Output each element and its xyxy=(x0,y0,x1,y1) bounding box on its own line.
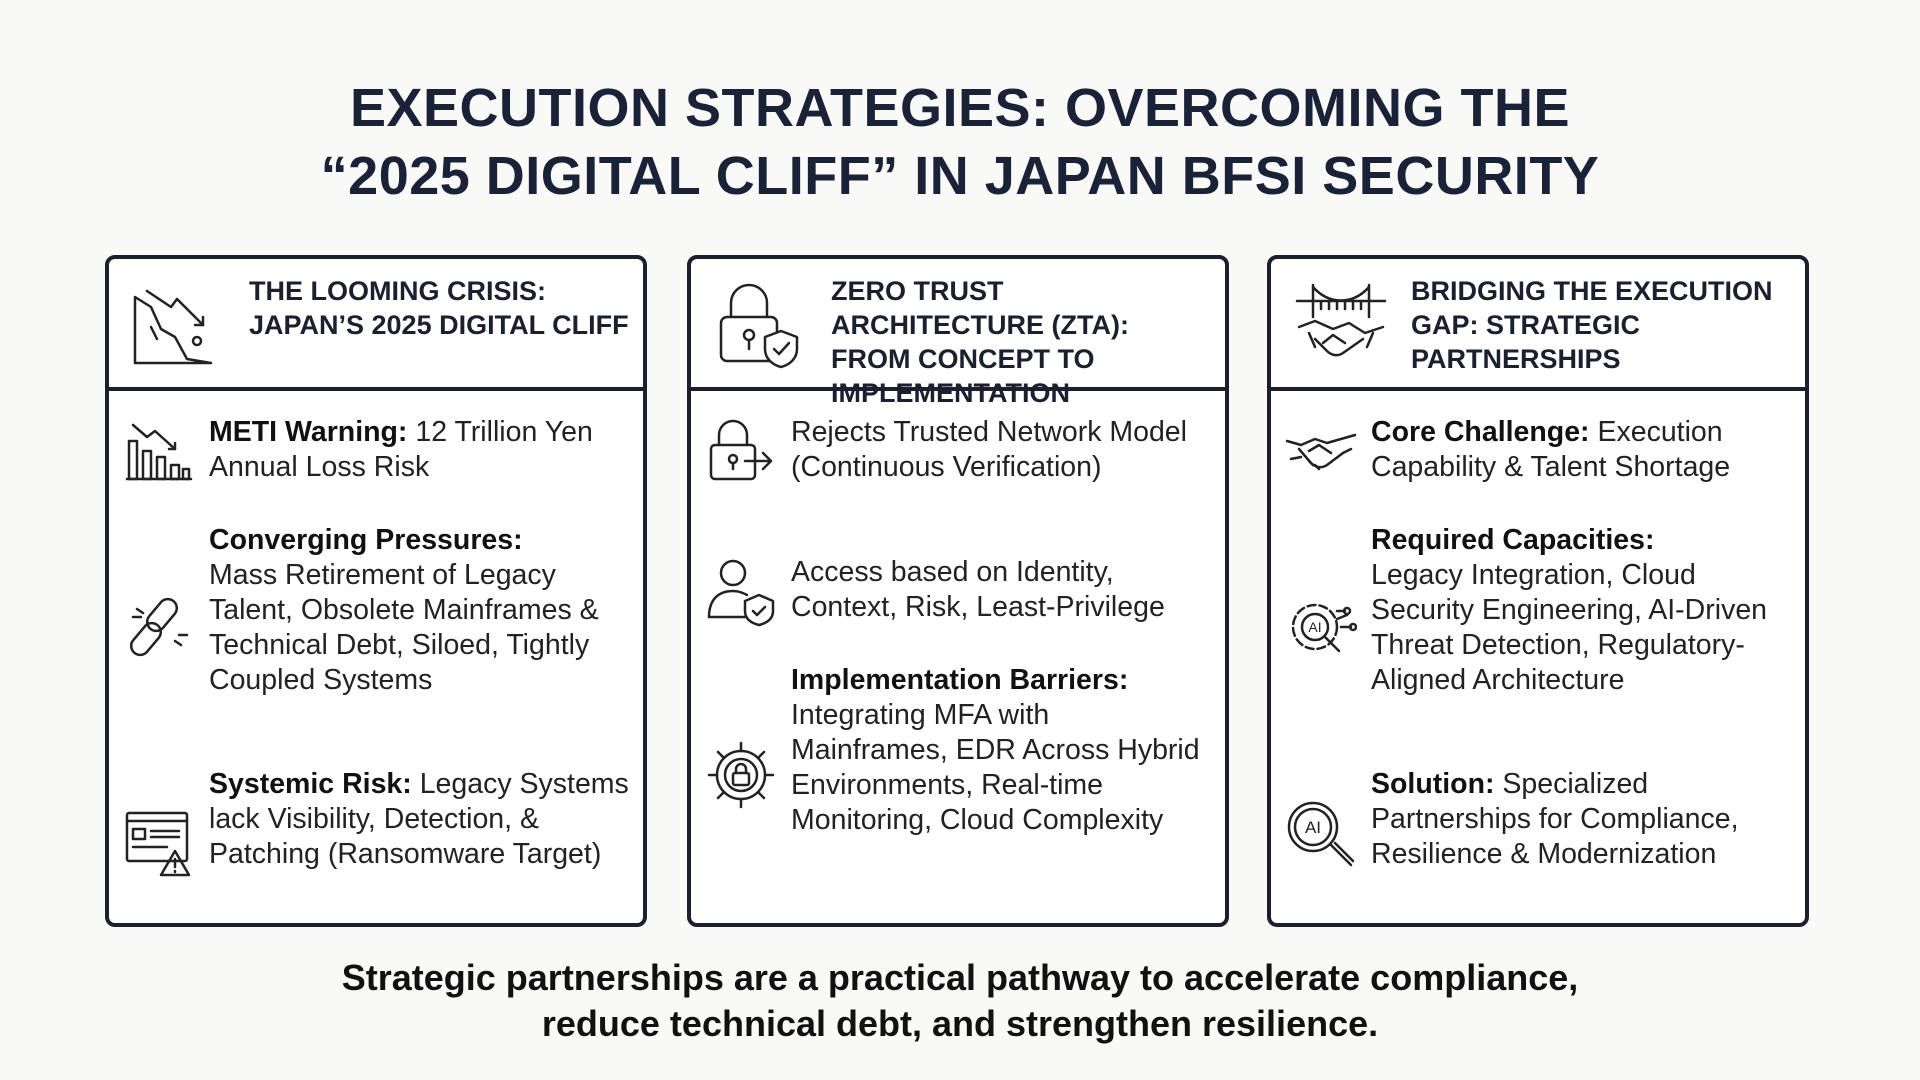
list-item: METI Warning: 12 Trillion Yen Annual Los… xyxy=(209,415,631,485)
list-item: Implementation Barriers: Integrating MFA… xyxy=(791,663,1213,838)
panel-zero-trust: ZERO TRUST ARCHITECTURE (ZTA): FROM CONC… xyxy=(687,255,1229,927)
panel-heading: THE LOOMING CRISIS: JAPAN’S 2025 DIGITAL… xyxy=(249,276,629,340)
title-line-2: “2025 DIGITAL CLIFF” IN JAPAN BFSI SECUR… xyxy=(320,146,1600,206)
item-label: Converging Pressures: xyxy=(209,524,523,556)
panel-heading: BRIDGING THE EXECUTION GAP: STRATEGIC PA… xyxy=(1411,276,1773,374)
bridge-handshake-icon xyxy=(1295,283,1387,357)
gear-lock-icon xyxy=(707,741,775,809)
item-text: 12 Trillion Yen Annual Loss Risk xyxy=(209,416,593,483)
list-item: Rejects Trusted Network Model (Continuou… xyxy=(791,415,1213,485)
panel-looming-crisis: THE LOOMING CRISIS: JAPAN’S 2025 DIGITAL… xyxy=(105,255,647,927)
page-title: EXECUTION STRATEGIES: OVERCOMING THE “20… xyxy=(0,74,1920,210)
cliff-falling-arrow-icon xyxy=(133,289,213,365)
panel-strategic-partnerships: BRIDGING THE EXECUTION GAP: STRATEGIC PA… xyxy=(1267,255,1809,927)
handshake-icon xyxy=(1285,433,1357,471)
svg-text:AI: AI xyxy=(1305,818,1321,837)
item-text: Legacy Systems lack Visibility, Detectio… xyxy=(209,768,629,870)
footer-line-1: Strategic partnerships are a practical p… xyxy=(341,957,1579,998)
item-text: Specialized Partnerships for Compliance,… xyxy=(1371,768,1739,870)
user-shield-icon xyxy=(707,559,775,627)
footer-line-2: reduce technical debt, and strengthen re… xyxy=(541,1003,1379,1044)
panel-header: ZERO TRUST ARCHITECTURE (ZTA): FROM CONC… xyxy=(691,259,1225,408)
item-text: Access based on Identity, Context, Risk,… xyxy=(791,556,1165,623)
declining-bar-chart-icon xyxy=(125,423,193,481)
svg-text:AI: AI xyxy=(1308,619,1321,635)
panel-heading: ZERO TRUST ARCHITECTURE (ZTA): FROM CONC… xyxy=(831,276,1129,408)
list-item: Solution: Specialized Partnerships for C… xyxy=(1371,767,1793,872)
broken-chain-icon xyxy=(129,597,189,657)
item-text: Legacy Integration, Cloud Security Engin… xyxy=(1371,559,1768,696)
item-text: Mass Retirement of Legacy Talent, Obsole… xyxy=(209,559,599,696)
list-item: Core Challenge: Execution Capability & T… xyxy=(1371,415,1793,485)
padlock-shield-icon xyxy=(719,283,799,369)
window-warning-icon xyxy=(125,811,191,877)
list-item: Converging Pressures: Mass Retirement of… xyxy=(209,523,631,698)
ai-gear-magnifier-icon: AI xyxy=(1291,603,1357,653)
list-item: Systemic Risk: Legacy Systems lack Visib… xyxy=(209,767,631,872)
title-line-1: EXECUTION STRATEGIES: OVERCOMING THE xyxy=(349,78,1571,138)
item-text: Execution Capability & Talent Shortage xyxy=(1371,416,1731,483)
list-item: Required Capacities: Legacy Integration,… xyxy=(1371,523,1793,698)
ai-magnifier-icon: AI xyxy=(1287,801,1355,867)
item-label: METI Warning: xyxy=(209,416,408,448)
panel-header: THE LOOMING CRISIS: JAPAN’S 2025 DIGITAL… xyxy=(109,259,643,391)
panel-header: BRIDGING THE EXECUTION GAP: STRATEGIC PA… xyxy=(1271,259,1805,391)
item-label: Core Challenge: xyxy=(1371,416,1590,448)
item-label: Solution: xyxy=(1371,768,1495,800)
list-item: Access based on Identity, Context, Risk,… xyxy=(791,555,1213,625)
item-label: Systemic Risk: xyxy=(209,768,412,800)
item-label: Required Capacities: xyxy=(1371,524,1655,556)
padlock-arrow-icon xyxy=(709,419,773,481)
footer-summary: Strategic partnerships are a practical p… xyxy=(0,955,1920,1047)
item-text: Integrating MFA with Mainframes, EDR Acr… xyxy=(791,699,1200,836)
item-label: Implementation Barriers: xyxy=(791,664,1129,696)
item-text: Rejects Trusted Network Model (Continuou… xyxy=(791,416,1187,483)
